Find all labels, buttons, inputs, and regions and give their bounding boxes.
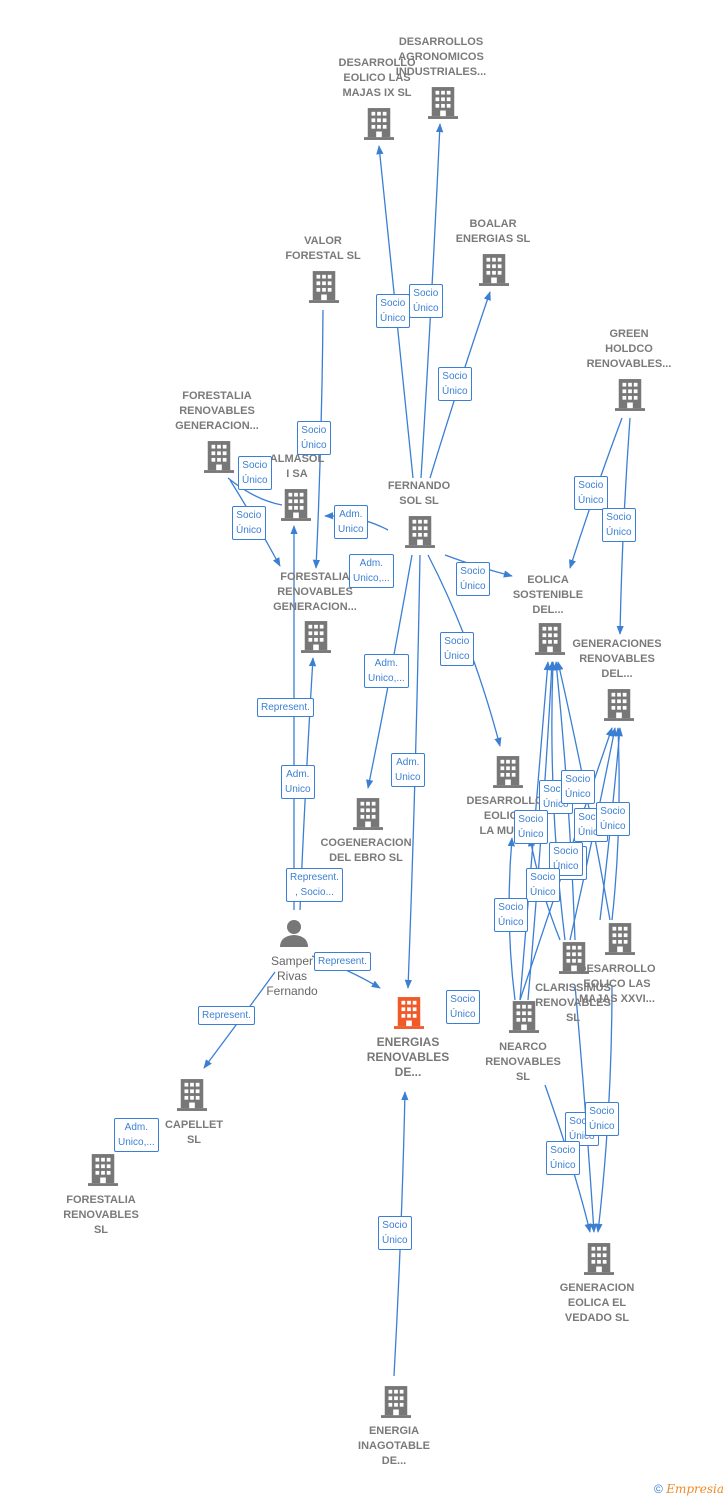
label-agronomicos[interactable]: DESARROLLOS AGRONOMICOS INDUSTRIALES... (395, 36, 487, 78)
building-icon[interactable] (301, 621, 331, 653)
edge-label-adm-unico-more[interactable]: Adm. Unico,... (349, 554, 394, 588)
edge-label-represent[interactable]: Represent. (257, 698, 314, 717)
edge-label-adm-unico[interactable]: Adm. Unico (334, 505, 368, 539)
label-forestalia-low[interactable]: FORESTALIA RENOVABLES SL (63, 1194, 139, 1236)
edge-forestalia-top-almasol (227, 477, 283, 506)
building-icon[interactable] (604, 689, 634, 721)
edge-label-represent[interactable]: Represent. (198, 1006, 255, 1025)
label-capellet[interactable]: CAPELLET SL (164, 1119, 224, 1146)
building-icon[interactable] (584, 1243, 614, 1275)
label-green-holdco[interactable]: GREEN HOLDCO RENOVABLES... (586, 328, 672, 370)
edge-label-socio-unico[interactable]: Socio Único (378, 1216, 412, 1250)
edge-label-socio-unico[interactable]: Socio Único (561, 770, 595, 804)
brand-name: Empresia (666, 1482, 724, 1496)
edge-label-socio-unico[interactable]: Socio Único (440, 632, 474, 666)
building-icon[interactable] (88, 1154, 118, 1186)
edge-label-socio-unico[interactable]: Socio Único (546, 1141, 580, 1175)
building-icon[interactable] (493, 756, 523, 788)
building-icon[interactable] (381, 1386, 411, 1418)
person-icon[interactable] (280, 920, 308, 947)
edge-label-represent[interactable]: Represent. (314, 952, 371, 971)
edge-label-socio-unico[interactable]: Socio Único (456, 562, 490, 596)
focus-building-icon[interactable] (394, 997, 424, 1029)
edge-label-socio-unico[interactable]: Socio Único (297, 421, 331, 455)
building-icon[interactable] (605, 923, 635, 955)
edge-label-socio-unico[interactable]: Socio Único (585, 1102, 619, 1136)
label-eolica-sostenible[interactable]: EOLICA SOSTENIBLE DEL... (512, 574, 584, 616)
label-forestalia-top[interactable]: FORESTALIA RENOVABLES GENERACION... (175, 390, 259, 432)
edge-label-socio-unico[interactable]: Socio Único (602, 508, 636, 542)
label-nearco[interactable]: NEARCO RENOVABLES SL (485, 1041, 561, 1083)
footer-brand[interactable]: © Empresia (654, 1482, 724, 1496)
label-majas-xxvi[interactable]: DESARROLLO EOLICO LAS MAJAS XXVI... (578, 963, 656, 1005)
building-icon[interactable] (364, 108, 394, 140)
label-energias-renovables[interactable]: ENERGIAS RENOVABLES DE... (366, 1035, 450, 1079)
edge-label-socio-unico[interactable]: Socio Único (446, 990, 480, 1024)
building-icon[interactable] (405, 516, 435, 548)
edge-label-represent-socio[interactable]: Represent. , Socio... (286, 868, 343, 902)
building-icon[interactable] (615, 379, 645, 411)
label-cogeneracion[interactable]: COGENERACION DEL EBRO SL (320, 837, 412, 864)
label-forestalia-mid[interactable]: FORESTALIA RENOVABLES GENERACION... (273, 571, 357, 613)
label-clarissimus[interactable]: CLARISSIMUS RENOVABLES SL (535, 982, 611, 1024)
building-icon[interactable] (309, 271, 339, 303)
edge-label-adm-unico-more[interactable]: Adm. Unico,... (364, 654, 409, 688)
edge-label-socio-unico[interactable]: Socio Único (596, 802, 630, 836)
edge-label-socio-unico[interactable]: Socio Único (232, 506, 266, 540)
edge-label-socio-unico[interactable]: Socio Único (494, 898, 528, 932)
edge-label-adm-unico-more[interactable]: Adm. Unico,... (114, 1118, 159, 1152)
edge-label-socio-unico[interactable]: Socio Único (549, 842, 583, 876)
edge-label-adm-unico[interactable]: Adm. Unico (391, 753, 425, 787)
label-fernando-sol[interactable]: FERNANDO SOL SL (387, 480, 451, 507)
edge-label-adm-unico[interactable]: Adm. Unico (281, 765, 315, 799)
edge-label-socio-unico[interactable]: Socio Único (409, 284, 443, 318)
edge-label-socio-unico[interactable]: Socio Único (438, 367, 472, 401)
edge-label-socio-unico[interactable]: Socio Único (376, 294, 410, 328)
edge-label-socio-unico[interactable]: Socio Único (514, 810, 548, 844)
label-vedado[interactable]: GENERACION EOLICA EL VEDADO SL (559, 1282, 635, 1324)
building-icon[interactable] (177, 1079, 207, 1111)
building-icon[interactable] (204, 441, 234, 473)
label-majas-ix[interactable]: DESARROLLO EOLICO LAS MAJAS IX SL (338, 57, 416, 99)
label-person[interactable]: Samper Rivas Fernando (266, 954, 318, 998)
label-valor-forestal[interactable]: VALOR FORESTAL SL (285, 235, 361, 262)
building-icon[interactable] (353, 798, 383, 830)
edge-label-socio-unico[interactable]: Socio Único (238, 456, 272, 490)
buildings (88, 87, 645, 1418)
building-icon[interactable] (281, 489, 311, 521)
edge-label-socio-unico[interactable]: Socio Único (526, 868, 560, 902)
edge-label-socio-unico[interactable]: Socio Único (574, 476, 608, 510)
label-boalar[interactable]: BOALAR ENERGIAS SL (455, 218, 531, 245)
label-generaciones[interactable]: GENERACIONES RENOVABLES DEL... (572, 638, 662, 680)
label-inagotable[interactable]: ENERGIA INAGOTABLE DE... (358, 1425, 430, 1467)
label-almasol[interactable]: ALMASOL I SA (269, 453, 325, 480)
copyright-icon: © (654, 1482, 663, 1496)
building-icon[interactable] (479, 254, 509, 286)
